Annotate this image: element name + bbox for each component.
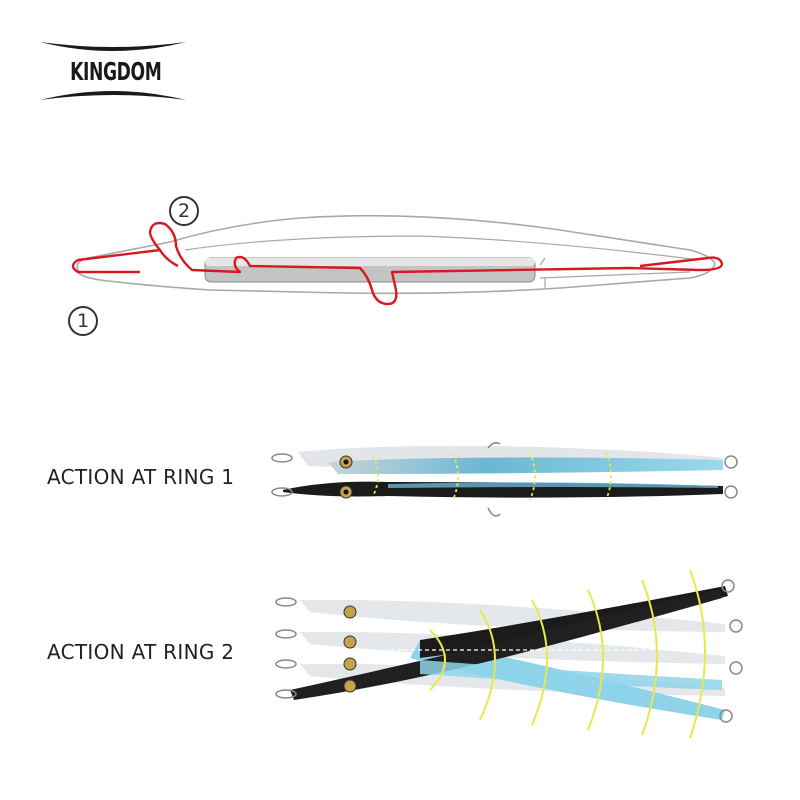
- ring-2-marker: 2: [169, 196, 199, 226]
- lure-action-ring-1-image: [271, 441, 738, 517]
- lure-body-blue: [328, 457, 723, 474]
- lure-back-line: [184, 235, 701, 261]
- tail-ring-icon: [724, 485, 738, 499]
- lure-stripe: [388, 482, 718, 488]
- swing-arrows: [372, 451, 612, 501]
- ring-2-loop: [158, 249, 179, 268]
- pupil-icon: [343, 459, 349, 465]
- brand-name: KINGDOM: [70, 58, 162, 87]
- through-wire: [71, 221, 724, 306]
- eye-icon: [343, 635, 357, 649]
- eye-icon: [343, 679, 357, 693]
- pupil-icon: [343, 489, 349, 495]
- logo-swoosh-icon: [40, 42, 186, 100]
- kingdom-logo: KINGDOM: [38, 38, 188, 104]
- tail-ring-icon: [724, 455, 738, 469]
- lure-action-ring-2-image: [275, 569, 743, 739]
- swing-arcs: [429, 569, 706, 739]
- front-rings: [275, 597, 297, 699]
- action-ring-1-label: ACTION AT RING 1: [47, 465, 235, 489]
- eye-icon: [343, 605, 357, 619]
- eye-icon: [343, 657, 357, 671]
- lure-outline: [76, 214, 716, 295]
- front-ring-icon: [271, 453, 293, 463]
- tail-rings: [719, 579, 743, 723]
- front-ring-icon: [271, 487, 293, 497]
- lure-body-dark-2: [290, 590, 722, 700]
- belly-hook-icon: [487, 441, 501, 517]
- ring-1-marker: 1: [68, 306, 98, 336]
- action-ring-2-label: ACTION AT RING 2: [47, 640, 235, 664]
- weight-highlight: [205, 258, 535, 266]
- wire-through-diagram: [71, 214, 724, 306]
- lure-tail-line: [539, 257, 691, 288]
